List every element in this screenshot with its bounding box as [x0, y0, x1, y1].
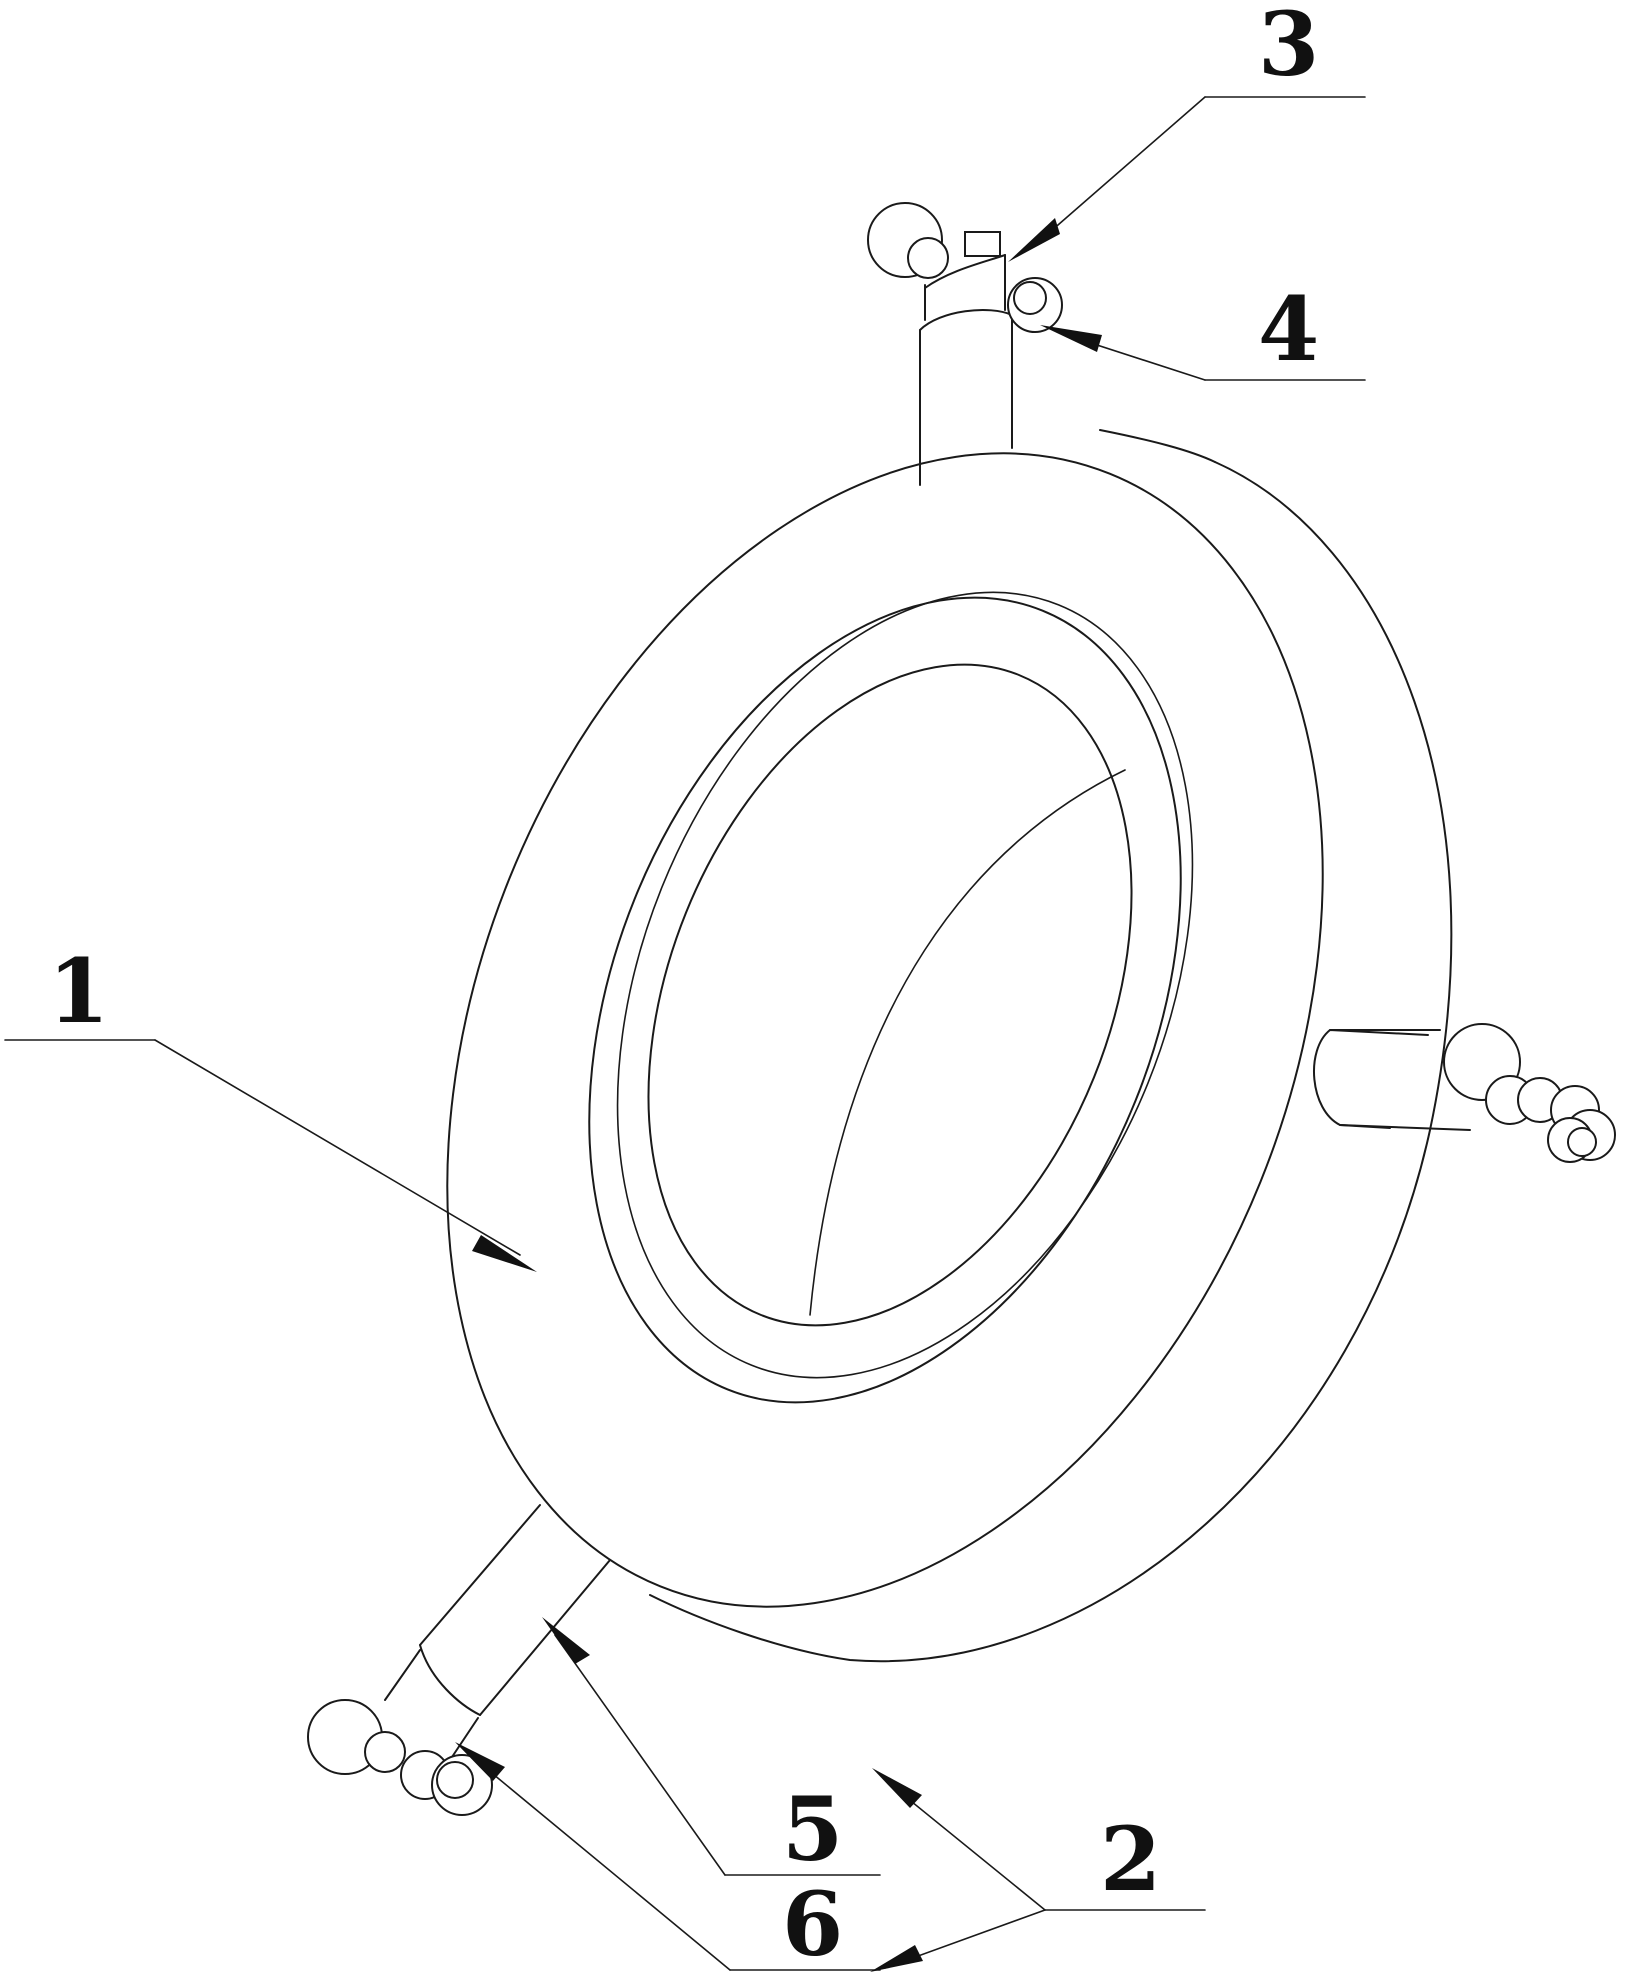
callout-2: 2: [1100, 1807, 1161, 1911]
callout-labels: 3 4 1 5 2 6: [48, 0, 1319, 1974]
ring-bore: [647, 663, 1133, 1327]
callout-3: 3: [1258, 0, 1319, 96]
right-stud: [1313, 1023, 1616, 1163]
top-stud: [867, 202, 1063, 486]
callout-5: 5: [782, 1777, 843, 1881]
ring-bore-shadow: [809, 769, 1126, 1316]
ring-top-edge: [1099, 429, 1216, 463]
bottom-stud: [307, 1504, 611, 1816]
leader-lines: [4, 96, 1366, 1972]
ring-back-rim: [649, 461, 1453, 1663]
callout-6: 6: [782, 1872, 843, 1974]
ring-front-outer: [446, 452, 1324, 1608]
callout-1: 1: [48, 939, 109, 1043]
ring-body: [446, 429, 1453, 1663]
ring-inner-rim-1: [588, 596, 1182, 1404]
callout-4: 4: [1258, 277, 1319, 381]
ring-inner-rim-2: [616, 591, 1194, 1379]
